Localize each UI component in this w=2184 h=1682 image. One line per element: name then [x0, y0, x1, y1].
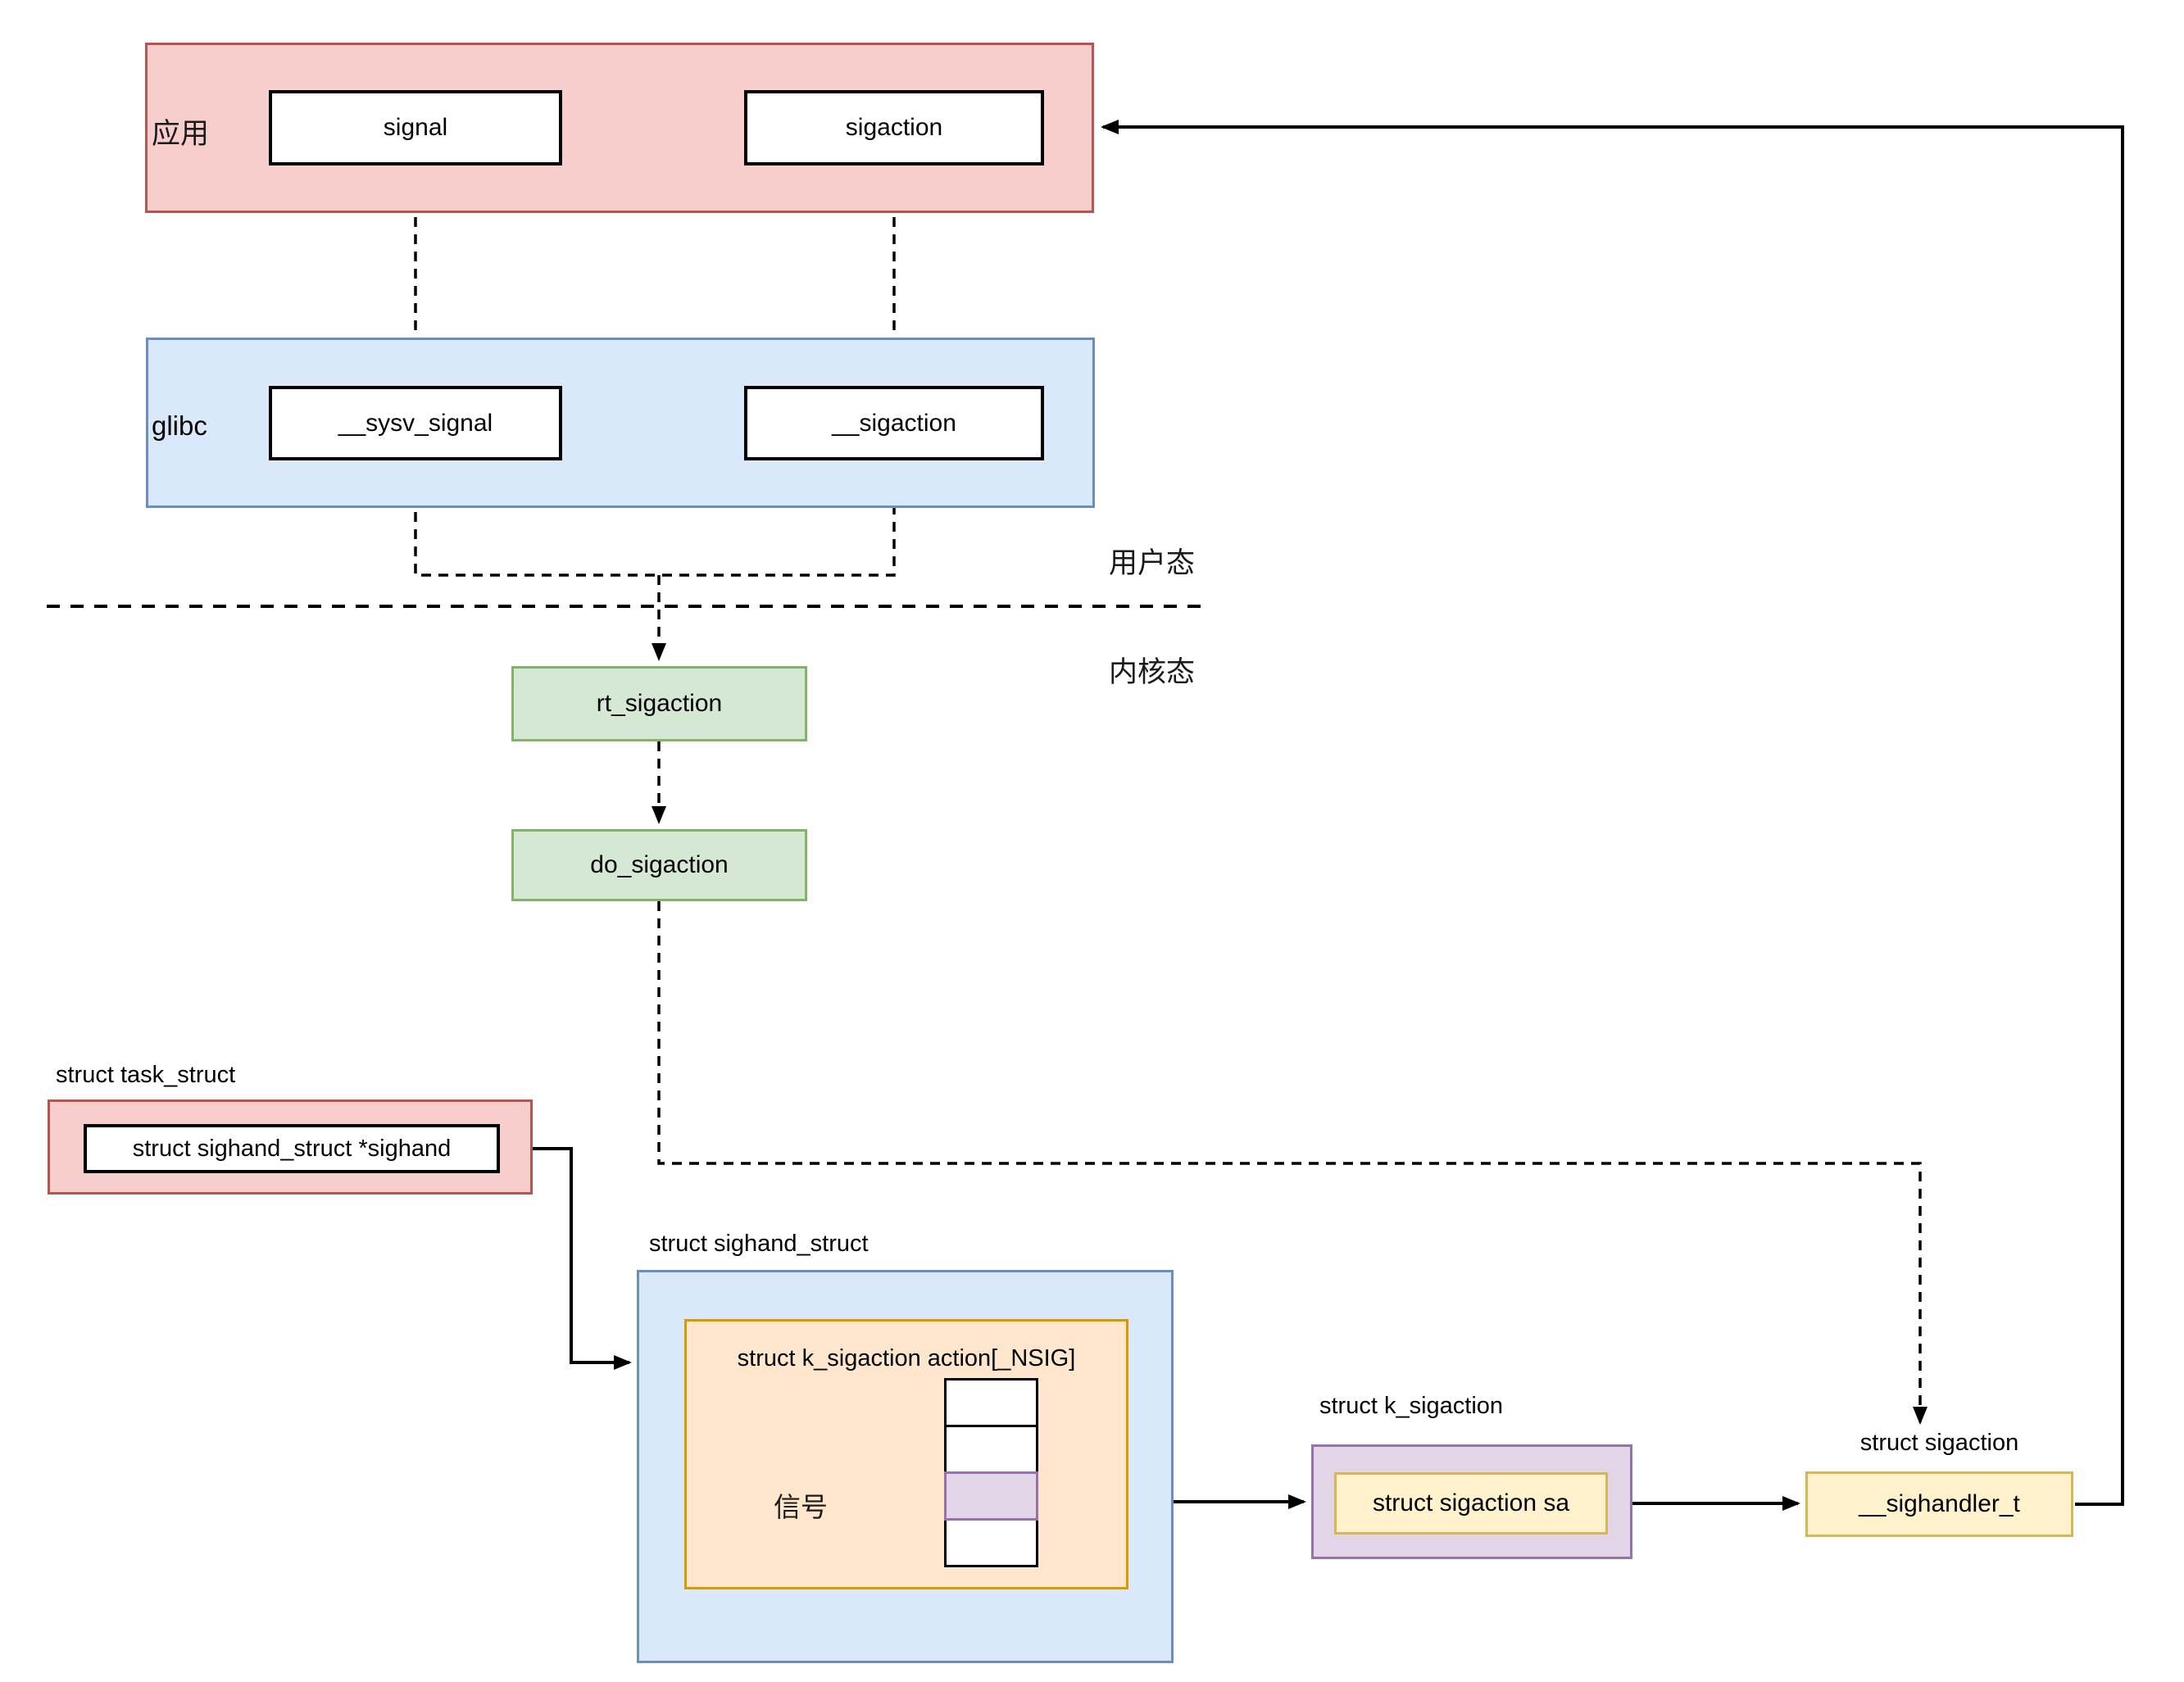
action-array: [944, 1378, 1038, 1575]
kernel-mode-label: 内核态: [1109, 655, 1196, 689]
node-do-sigaction: do_sigaction: [511, 829, 807, 901]
user-mode-label: 用户态: [1109, 546, 1196, 580]
k-sigaction-title: struct k_sigaction: [1319, 1393, 1504, 1419]
node-sigaction-sa: struct sigaction sa: [1334, 1472, 1608, 1535]
k-sigaction-array-label: struct k_sigaction action[_NSIG]: [737, 1345, 1076, 1371]
k-sigaction-array-container: [684, 1319, 1128, 1589]
edge-sighand-pointer: [500, 1147, 632, 1370]
app-layer-label: 应用: [152, 117, 210, 151]
glibc-layer-label: glibc: [152, 410, 207, 441]
node-sysv-signal: __sysv_signal: [269, 386, 562, 460]
sigaction-struct-title: struct sigaction: [1859, 1430, 2019, 1456]
node-rt-sigaction: rt_sigaction: [511, 666, 807, 741]
edge-do-sigaction-to-struct-sigaction: [657, 901, 1927, 1425]
node-sighandler-t: __sighandler_t: [1805, 1471, 2073, 1537]
sighand-struct-title: struct sighand_struct: [649, 1231, 869, 1257]
action-array-cell: [944, 1518, 1038, 1567]
node-sigaction: sigaction: [744, 90, 1044, 165]
edge-glibc-merge: [414, 460, 896, 577]
node-glibc-sigaction: __sigaction: [744, 386, 1044, 460]
node-signal: signal: [269, 90, 562, 165]
action-array-cell-selected: [944, 1471, 1038, 1521]
action-array-cell: [944, 1425, 1038, 1474]
edge-sighandler-to-app: [1101, 120, 2124, 1506]
signal-index-label: 信号: [774, 1491, 828, 1523]
node-sighand-field: struct sighand_struct *sighand: [84, 1124, 500, 1173]
task-struct-title: struct task_struct: [56, 1062, 236, 1088]
action-array-cell: [944, 1378, 1038, 1427]
